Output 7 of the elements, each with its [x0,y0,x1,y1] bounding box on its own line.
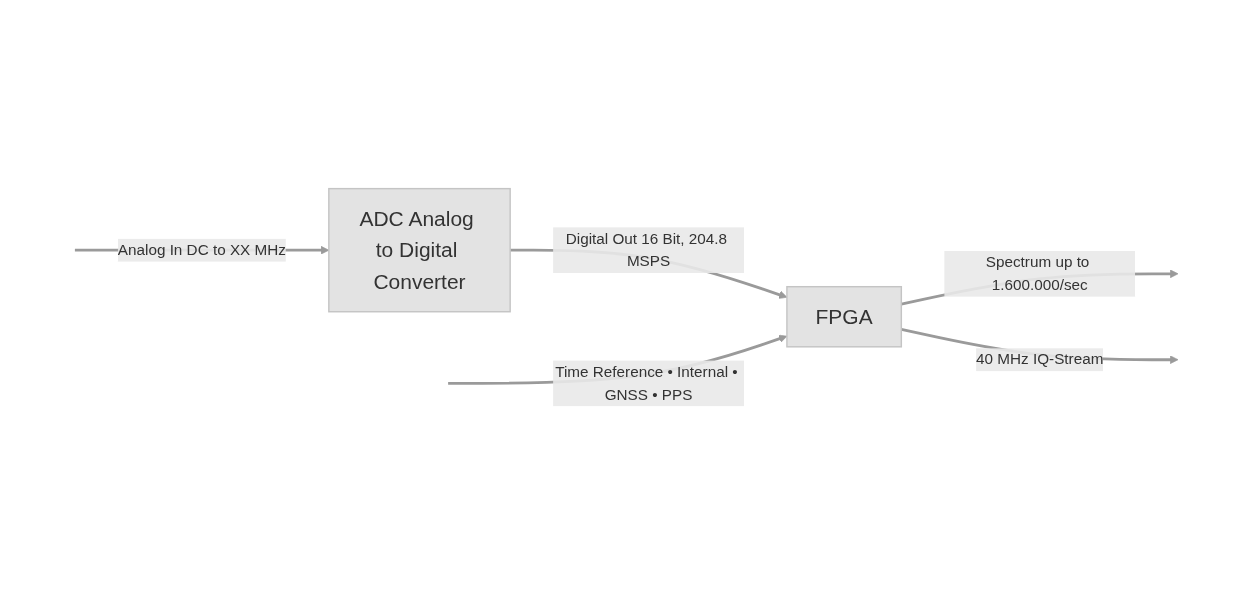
edge-label: Digital Out 16 Bit, 204.8 MSPS [565,229,728,269]
edge-label: Time Reference • Internal • GNSS • PPS [555,362,738,402]
edge-label: Analog In DC to XX MHz [117,241,286,258]
edge-label: 40 MHz IQ-Stream [976,350,1104,367]
node-box: FPGA [786,285,903,348]
edge-label: Spectrum up to 1.600.000/sec [985,253,1090,293]
node-box: ADC Analog to Digital Converter [328,187,511,313]
